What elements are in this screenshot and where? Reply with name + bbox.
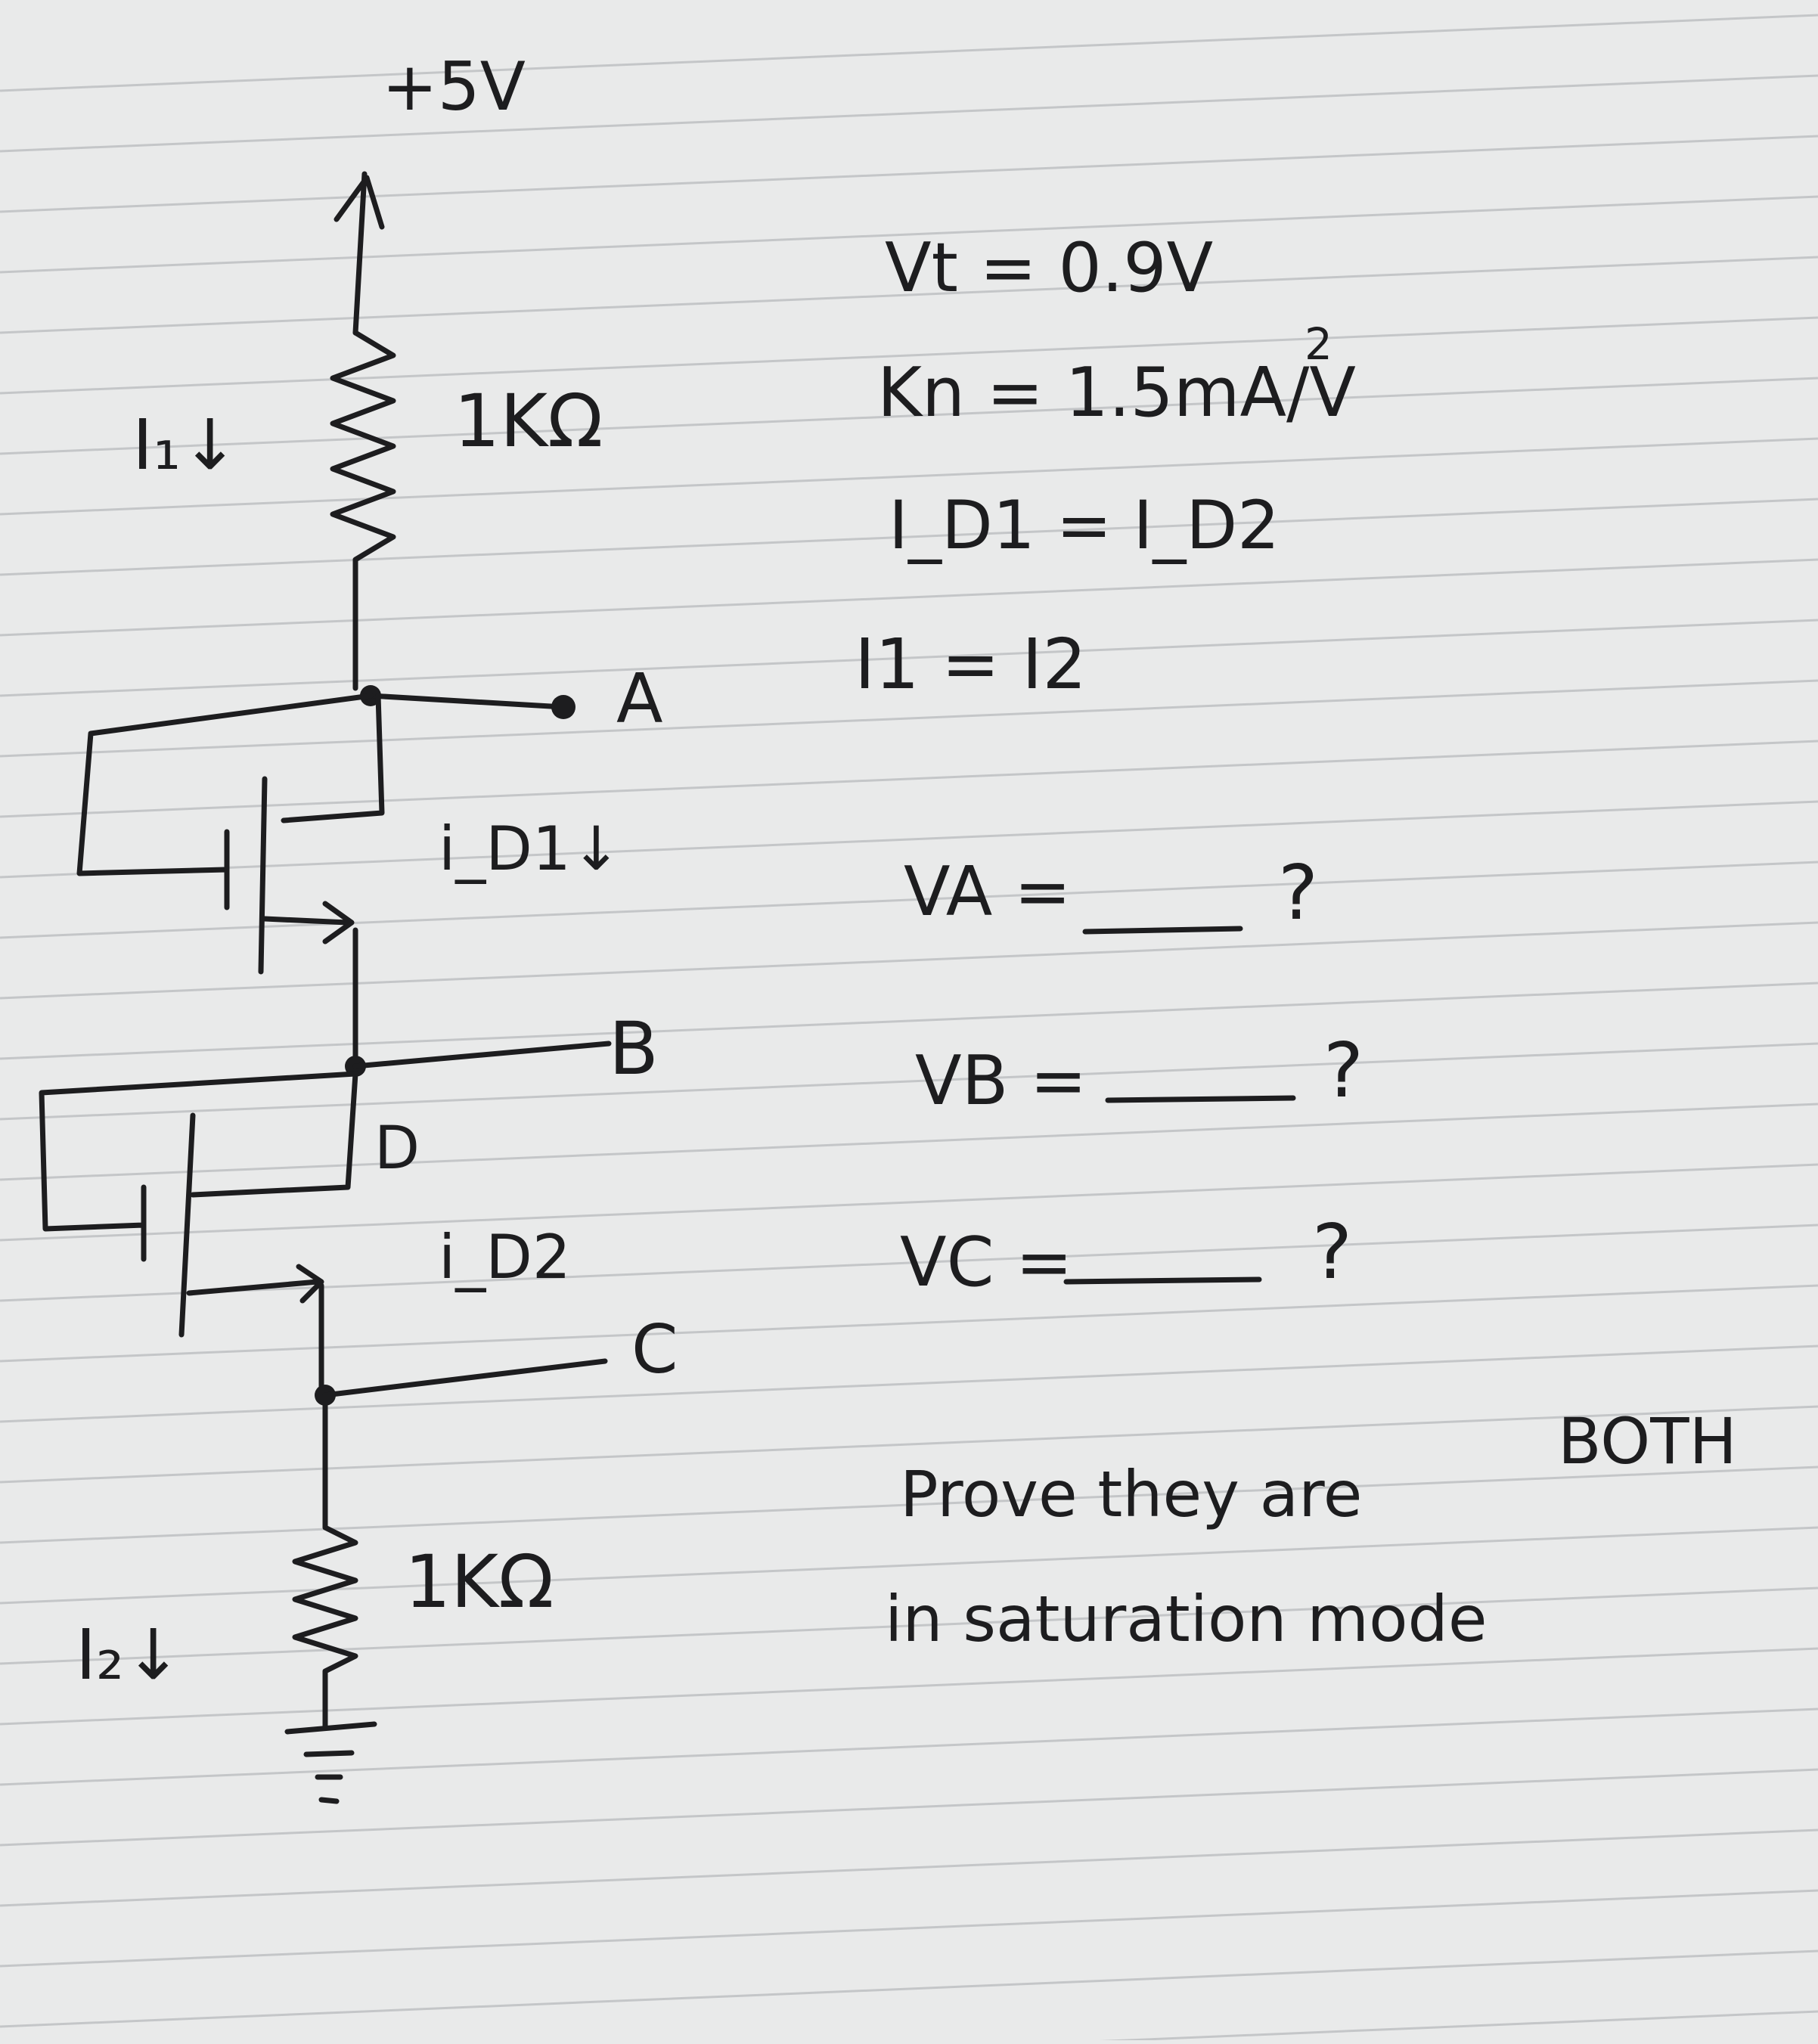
ground-symbol — [284, 1721, 377, 1804]
prompt-line-1: Prove they are — [900, 1457, 1362, 1531]
terminal-a — [551, 695, 575, 719]
resistor-top-symbol — [330, 330, 396, 691]
ruled-line — [0, 1103, 1818, 1181]
ruled-line — [0, 558, 1818, 637]
id-equality: I_D1 = I_D2 — [889, 486, 1280, 564]
ruled-line — [0, 135, 1818, 213]
current-1-label: I₁↓ — [132, 405, 239, 485]
current-2-label: I₂↓ — [76, 1614, 182, 1695]
resistor-bottom-label: 1KΩ — [405, 1540, 554, 1624]
vt-value: Vt = 0.9V — [885, 228, 1213, 308]
ruled-line — [0, 498, 1818, 576]
vb-question-label: VB = — [915, 1041, 1087, 1121]
ruled-line — [0, 1587, 1818, 1665]
ruled-line — [0, 1707, 1818, 1786]
wire-to-b — [352, 1041, 612, 1069]
ruled-line — [0, 1768, 1818, 1847]
node-b-label: B — [609, 1006, 659, 1091]
supply-arrow — [334, 171, 385, 336]
drain-current-2-label: i_D2 — [439, 1222, 571, 1292]
mosfet-1-symbol — [76, 693, 385, 1073]
va-answer-blank — [1082, 926, 1243, 935]
ruled-line — [0, 1889, 1818, 1968]
prompt-line-1-emphasis: BOTH — [1558, 1404, 1737, 1478]
resistor-bottom-symbol — [292, 1392, 358, 1731]
vb-question-mark: ? — [1323, 1026, 1364, 1115]
ruled-line — [0, 1042, 1818, 1121]
wire-to-a — [368, 693, 566, 710]
ruled-line — [0, 1466, 1818, 1544]
kn-exponent: 2 — [1305, 318, 1332, 370]
ruled-line — [0, 377, 1818, 455]
ruled-line — [0, 74, 1818, 153]
mosfet-2-symbol — [39, 1071, 358, 1402]
ruled-line — [0, 256, 1818, 334]
ruled-line — [1009, 2010, 1818, 2044]
vb-answer-blank — [1105, 1095, 1296, 1103]
node-a-label: A — [616, 659, 663, 739]
ruled-line — [0, 982, 1818, 1060]
vc-question-mark: ? — [1312, 1208, 1352, 1296]
ruled-line — [0, 619, 1818, 697]
ruled-line — [0, 316, 1818, 395]
ruled-line — [0, 1828, 1818, 1907]
ruled-line — [0, 740, 1818, 818]
current-equality: I1 = I2 — [855, 624, 1087, 705]
ruled-line — [0, 861, 1818, 939]
resistor-top-label: 1KΩ — [454, 379, 603, 464]
va-question-mark: ? — [1278, 848, 1318, 937]
ruled-line — [0, 679, 1818, 758]
ruled-line — [0, 437, 1818, 516]
ruled-line — [0, 1224, 1818, 1302]
ruled-line — [0, 1284, 1818, 1363]
ruled-line — [0, 800, 1818, 879]
node-d-label: D — [374, 1115, 420, 1183]
supply-label: +5V — [382, 48, 526, 126]
drain-current-1-label: i_D1↓ — [439, 814, 622, 884]
ruled-line — [0, 1526, 1818, 1605]
ruled-line — [0, 1345, 1818, 1423]
wire-to-c — [322, 1358, 608, 1398]
kn-value: Kn = 1.5mA/V — [877, 353, 1356, 433]
prompt-line-2: in saturation mode — [885, 1582, 1488, 1656]
vc-answer-blank — [1063, 1276, 1262, 1285]
ruled-line — [0, 921, 1818, 1000]
ruled-line — [0, 1647, 1818, 1726]
ruled-lines — [0, 14, 1818, 2044]
ruled-line — [0, 1163, 1818, 1242]
ruled-line — [0, 195, 1818, 274]
va-question-label: VA = — [904, 852, 1071, 932]
ruled-line — [0, 14, 1818, 92]
ruled-line — [0, 1949, 1818, 2028]
ruled-line — [0, 1405, 1818, 1484]
vc-question-label: VC = — [900, 1223, 1072, 1302]
node-c-label: C — [631, 1310, 678, 1388]
